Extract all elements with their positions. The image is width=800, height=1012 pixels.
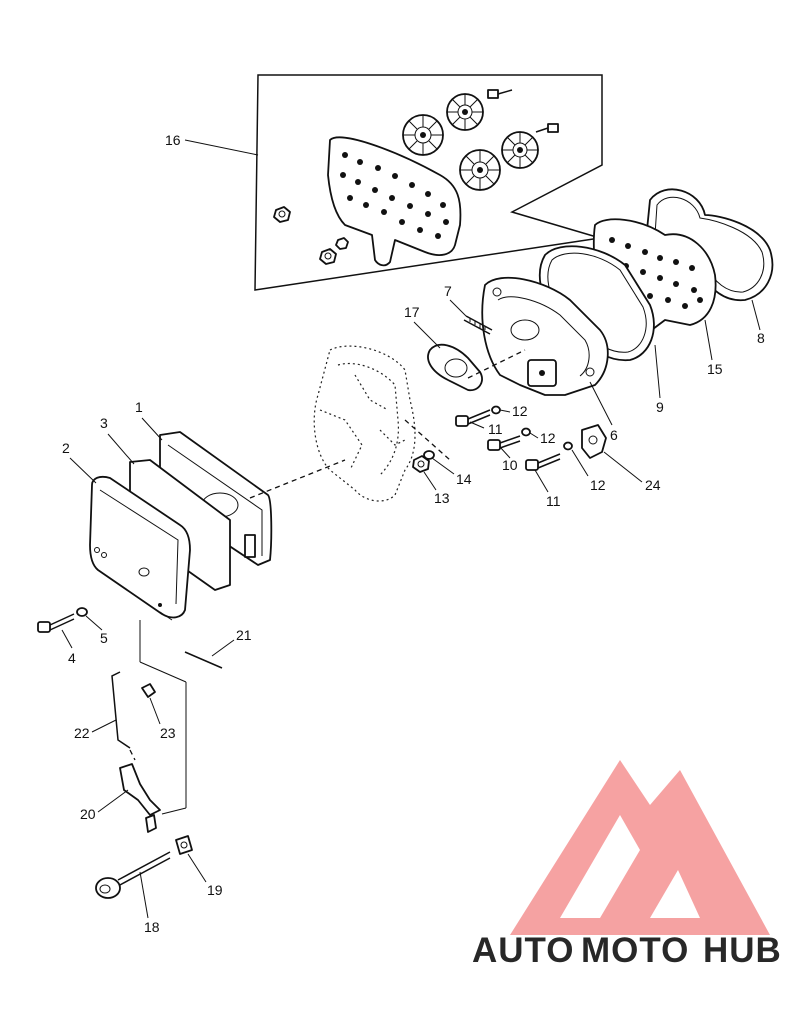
callout-12b: 12 (540, 430, 556, 446)
callout-11b: 11 (546, 493, 561, 509)
callout-4: 4 (68, 650, 76, 666)
callout-5: 5 (100, 630, 108, 646)
callout-7: 7 (444, 283, 452, 299)
lower-assembly-frame (139, 611, 187, 815)
nut-13 (412, 455, 430, 473)
reed-housing-6 (481, 276, 609, 396)
watermark-logo: AUTO MOTO HUB (472, 760, 782, 970)
inset-plate (327, 136, 462, 267)
callout-21: 21 (236, 627, 252, 643)
callout-2: 2 (62, 440, 70, 456)
centerline-housing (467, 349, 526, 379)
screw-11-lower (525, 441, 573, 471)
callout-17: 17 (404, 304, 420, 320)
stud-7 (463, 315, 493, 335)
callout-6: 6 (610, 427, 618, 443)
clip-24 (581, 424, 607, 459)
inset-reed-petals (402, 93, 539, 191)
grommet-19 (175, 835, 193, 855)
callout-24: 24 (645, 477, 661, 493)
clip-23 (141, 683, 156, 698)
inset-frame (254, 74, 603, 291)
callout-13: 13 (434, 490, 450, 506)
screw-4 (37, 613, 75, 633)
callout-20: 20 (80, 806, 96, 822)
inset-detail-box (254, 74, 603, 291)
watermark-auto: AUTO (472, 931, 575, 970)
carburetor-outline (313, 345, 416, 502)
callout-3: 3 (100, 415, 108, 431)
callout-22: 22 (74, 725, 90, 741)
callout-18: 18 (144, 919, 160, 935)
callout-15: 15 (707, 361, 723, 377)
inset-screws (487, 89, 559, 133)
callout-11a: 11 (488, 421, 503, 437)
callout-12a: 12 (512, 403, 528, 419)
watermark-moto: MOTO (581, 931, 689, 970)
inset-nuts (273, 206, 349, 265)
callout-12c: 12 (590, 477, 606, 493)
callout-10: 10 (502, 457, 518, 473)
callout-16: 16 (165, 132, 259, 156)
callouts: 1 2 3 4 5 6 7 8 9 10 11 11 12 12 12 13 1… (61, 283, 765, 935)
washer-14 (423, 450, 435, 460)
callout-9: 9 (656, 399, 664, 415)
gasket-17 (427, 343, 483, 392)
screw-10 (487, 427, 531, 451)
callout-1: 1 (135, 399, 143, 415)
washer-5 (76, 607, 88, 617)
silencer-cover-2 (89, 475, 191, 619)
callout-19: 19 (207, 882, 223, 898)
choke-rod-22 (111, 671, 136, 761)
callout-14: 14 (456, 471, 472, 487)
callout-8: 8 (757, 330, 765, 346)
centerline-cover (249, 459, 346, 499)
callout-16-label: 16 (165, 132, 181, 148)
callout-23: 23 (160, 725, 176, 741)
choke-knob-18 (95, 851, 171, 899)
inset-plate-holes (340, 152, 449, 239)
centerline-carb (404, 419, 451, 461)
watermark-hub: HUB (703, 931, 782, 970)
bracket-20 (119, 763, 161, 833)
pin-21 (184, 651, 223, 669)
